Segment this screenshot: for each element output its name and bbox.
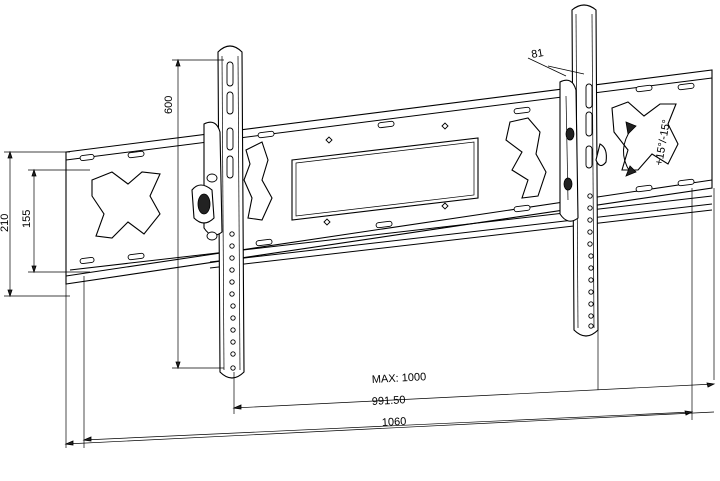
dim-label-81: 81	[530, 47, 544, 61]
dim-label-1060: 1060	[382, 416, 407, 429]
dim-label-991-50: 991.50	[372, 394, 406, 408]
mid-right-vesa-cutout	[505, 117, 547, 199]
dim-label-600: 600	[163, 96, 175, 114]
left-vesa-cutout	[91, 171, 161, 239]
left-tilt-bracket	[191, 121, 223, 241]
dim-label-210: 210	[0, 214, 11, 232]
mid-left-vesa-cutout	[243, 141, 273, 221]
tilt-arc-arrows	[623, 121, 637, 177]
right-vesa-cutout	[611, 101, 679, 171]
dim-label-max-1000: MAX: 1000	[372, 371, 427, 386]
center-panel	[291, 137, 479, 221]
left-arm	[217, 45, 245, 379]
plate-slots	[79, 82, 695, 264]
dim-label-155: 155	[21, 210, 33, 228]
right-tilt-bracket	[559, 79, 607, 222]
dimension-lines	[4, 57, 716, 448]
